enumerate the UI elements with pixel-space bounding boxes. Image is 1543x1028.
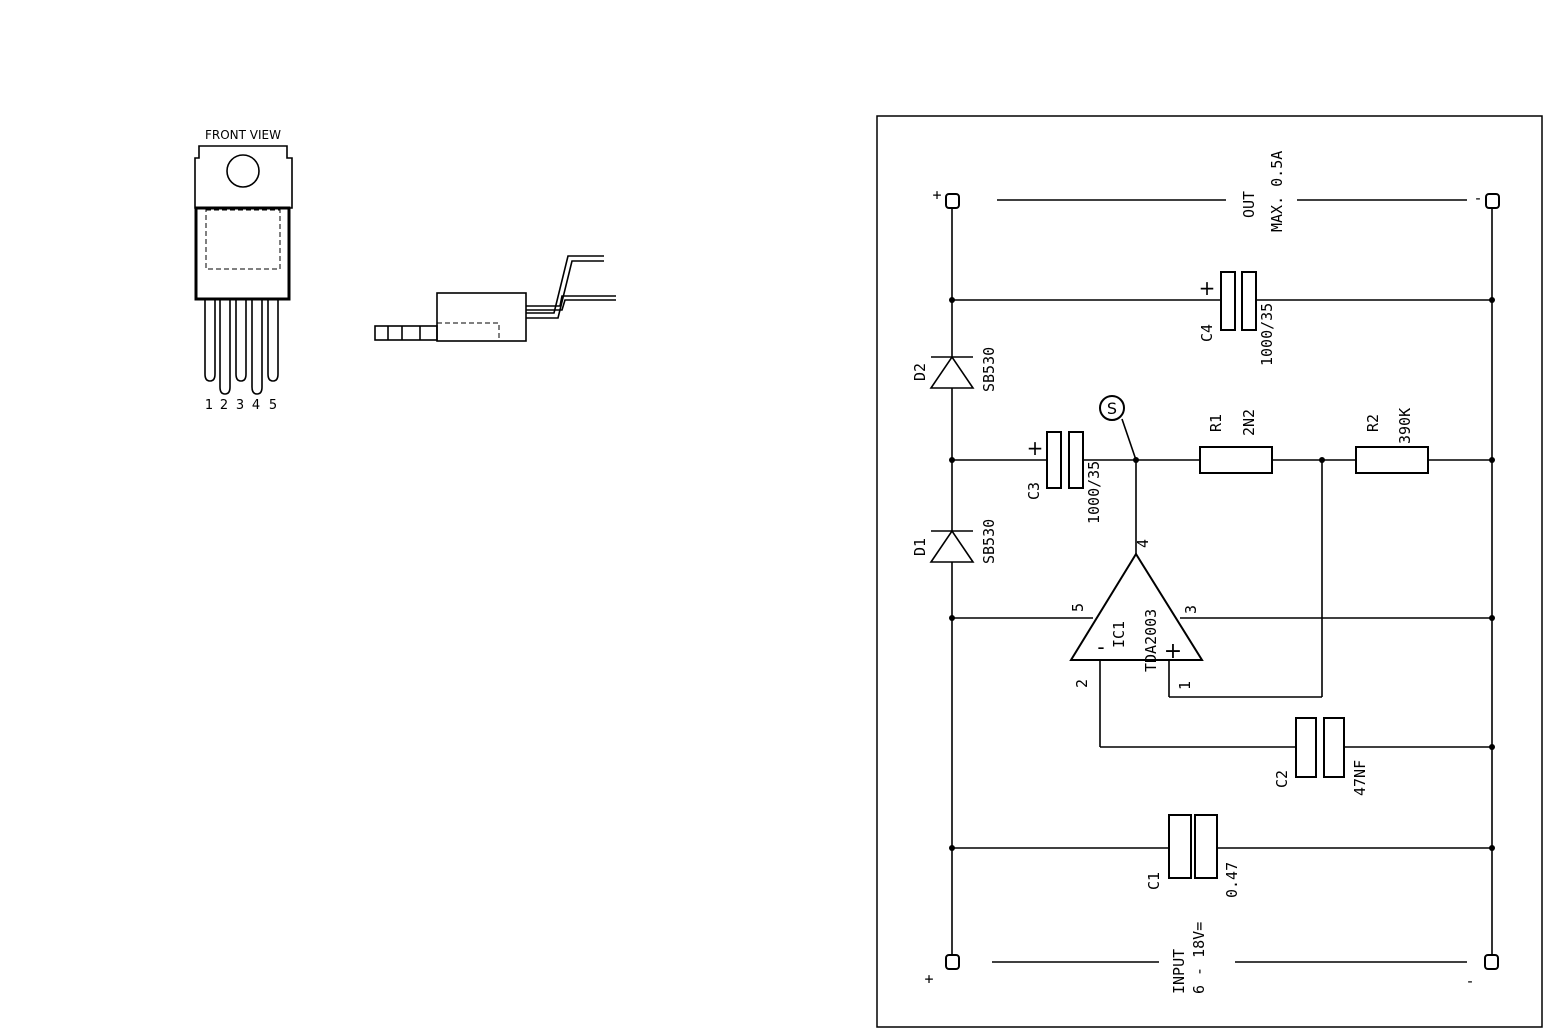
package-pin-label: 5 bbox=[269, 398, 277, 413]
ic1-pin2-label: 2 bbox=[1073, 679, 1091, 688]
schematic-wires bbox=[951, 199, 1493, 963]
junction-dots bbox=[949, 297, 1495, 851]
package-pin-label: 2 bbox=[220, 398, 228, 413]
package-tab bbox=[194, 145, 293, 209]
junction-dot bbox=[949, 615, 955, 621]
output-minus-sign: - bbox=[1473, 189, 1482, 207]
d2-ref: D2 bbox=[911, 363, 929, 381]
ic1-pin3-label: 3 bbox=[1182, 605, 1200, 614]
c2-ref: C2 bbox=[1273, 770, 1291, 788]
junction-dot bbox=[1133, 457, 1139, 463]
capacitor-c2: C2 47NF bbox=[1273, 717, 1369, 796]
diode-d2: D2 SB530 bbox=[911, 347, 998, 392]
c3-polarity: + bbox=[1027, 436, 1044, 460]
capacitor-c3: + C3 1000/35 bbox=[1025, 431, 1103, 524]
input-minus-terminal bbox=[1484, 954, 1499, 970]
ic1-value: TDA2003 bbox=[1142, 609, 1160, 672]
input-label: INPUT bbox=[1170, 949, 1188, 994]
test-point-s: S bbox=[1099, 395, 1125, 421]
schematic-frame bbox=[876, 115, 1543, 1028]
c4-ref: C4 bbox=[1198, 324, 1216, 342]
package-pin-label: 3 bbox=[236, 398, 244, 413]
r2-value: 390K bbox=[1396, 408, 1414, 444]
diode-d1: D1 SB530 bbox=[911, 519, 998, 564]
terminals bbox=[945, 193, 1500, 970]
c4-value: 1000/35 bbox=[1258, 303, 1276, 366]
package-pin-label: 4 bbox=[252, 398, 260, 413]
input-rating: 6 - 18V= bbox=[1190, 922, 1208, 994]
front-view-label: FRONT VIEW bbox=[205, 128, 281, 142]
r1-value: 2N2 bbox=[1240, 409, 1258, 436]
package-pin-label: 1 bbox=[205, 398, 213, 413]
input-minus-sign: - bbox=[1465, 972, 1474, 990]
r1-ref: R1 bbox=[1207, 414, 1225, 432]
test-point-label: S bbox=[1107, 399, 1117, 418]
output-label: OUT bbox=[1240, 191, 1258, 218]
junction-dot bbox=[1489, 744, 1495, 750]
capacitor-c4: + C4 1000/35 bbox=[1198, 271, 1276, 366]
input-plus-terminal bbox=[945, 954, 960, 970]
c4-polarity: + bbox=[1199, 276, 1216, 300]
c3-value: 1000/35 bbox=[1085, 461, 1103, 524]
ic1-minus-input: - bbox=[1097, 635, 1104, 659]
package-front-view: FRONT VIEW 1 2 3 4 5 bbox=[194, 128, 293, 413]
d2-value: SB530 bbox=[980, 347, 998, 392]
r2-ref: R2 bbox=[1364, 414, 1382, 432]
d1-ref: D1 bbox=[911, 538, 929, 556]
junction-dot bbox=[949, 845, 955, 851]
c1-value: 0.47 bbox=[1223, 862, 1241, 898]
output-rating: MAX. 0.5A bbox=[1268, 151, 1286, 232]
capacitor-c1: C1 0.47 bbox=[1145, 814, 1241, 898]
package-die-outline bbox=[205, 209, 281, 270]
junction-dot bbox=[1319, 457, 1325, 463]
input-plus-sign: + bbox=[924, 970, 933, 988]
ic1-regulator: IC1 TDA2003 + - 4 5 3 2 1 bbox=[1069, 539, 1204, 690]
junction-dot bbox=[1489, 297, 1495, 303]
package-side-view bbox=[374, 255, 616, 342]
junction-dot bbox=[1489, 615, 1495, 621]
output-minus-terminal bbox=[1485, 193, 1500, 209]
package-body bbox=[194, 206, 291, 301]
junction-dot bbox=[949, 297, 955, 303]
c2-value: 47NF bbox=[1351, 760, 1369, 796]
output-plus-sign: + bbox=[932, 186, 941, 204]
ic1-pin4-label: 4 bbox=[1134, 539, 1152, 548]
d1-value: SB530 bbox=[980, 519, 998, 564]
c1-ref: C1 bbox=[1145, 872, 1163, 890]
junction-dot bbox=[1489, 457, 1495, 463]
c3-ref: C3 bbox=[1025, 482, 1043, 500]
ic1-pin1-label: 1 bbox=[1176, 681, 1194, 690]
junction-dot bbox=[949, 457, 955, 463]
ic1-pin5-label: 5 bbox=[1069, 603, 1087, 612]
resistor-r2: R2 390K bbox=[1355, 408, 1429, 474]
output-plus-terminal bbox=[945, 193, 960, 209]
package-mounting-hole bbox=[226, 154, 260, 188]
ic1-plus-input: + bbox=[1164, 639, 1182, 664]
ic1-ref: IC1 bbox=[1110, 621, 1128, 648]
resistor-r1: R1 2N2 bbox=[1199, 409, 1273, 474]
junction-dot bbox=[1489, 845, 1495, 851]
package-leads bbox=[204, 299, 279, 395]
